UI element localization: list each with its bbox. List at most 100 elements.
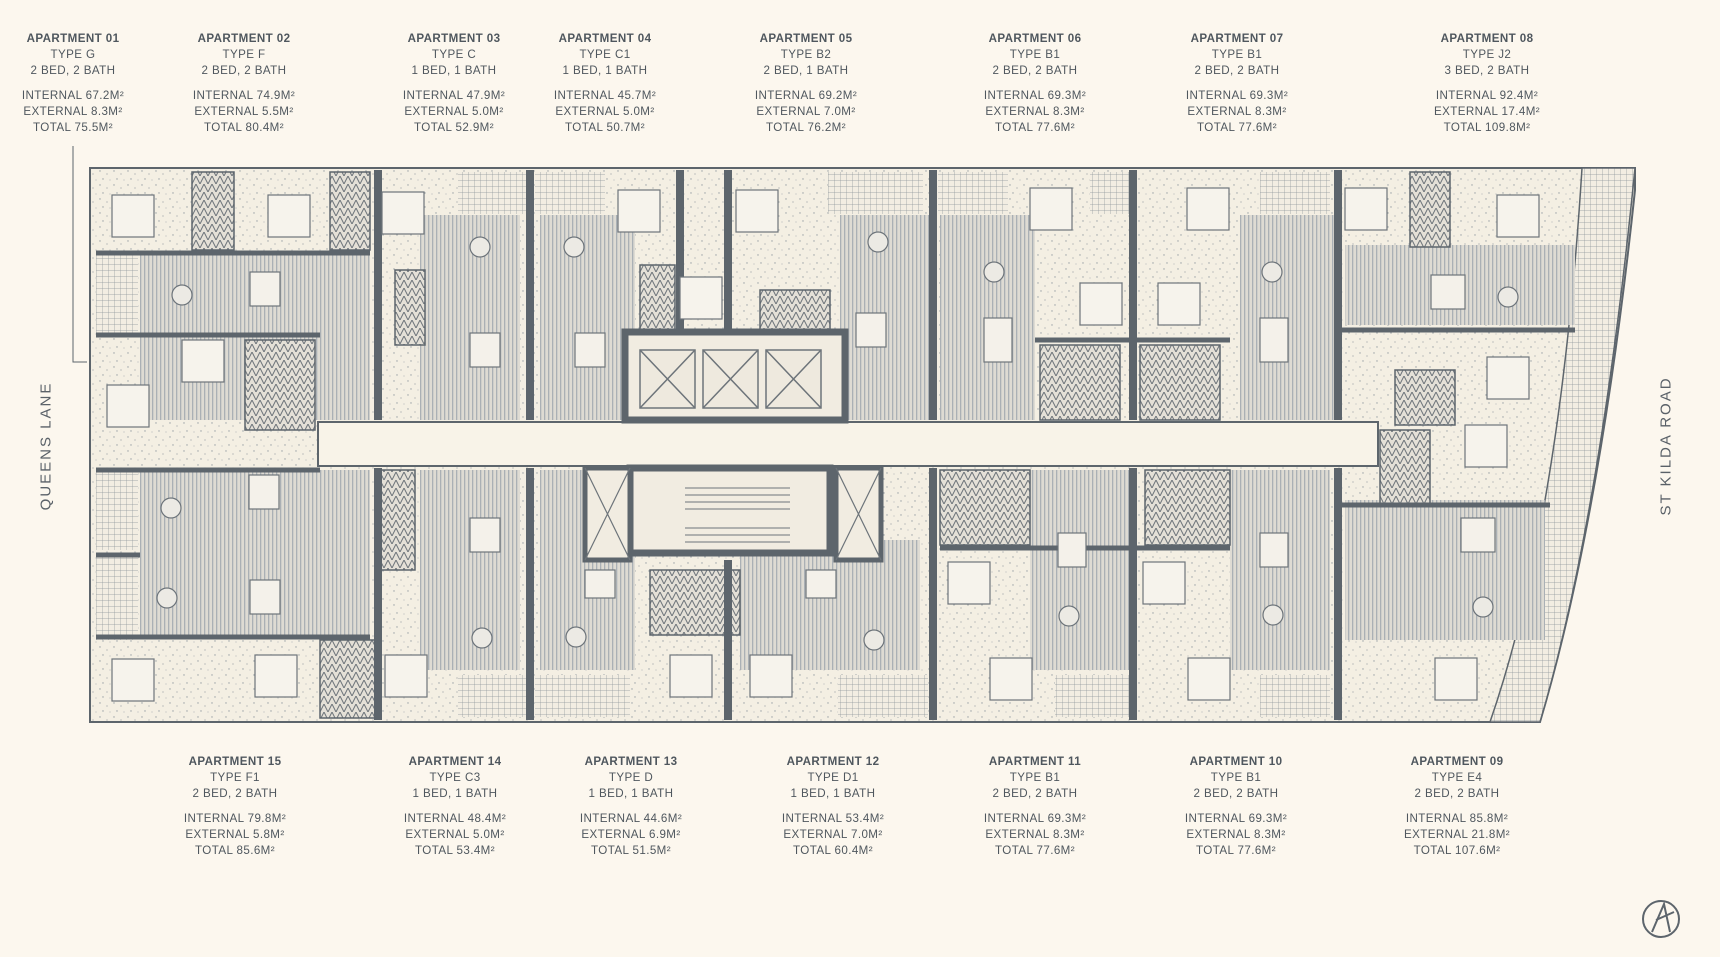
apartment-type: TYPE C1 [579, 48, 631, 61]
apartment-internal-area: INTERNAL 48.4M² [403, 812, 507, 825]
apartment-type: TYPE C [431, 48, 477, 61]
apartment-internal-area: INTERNAL 69.2M² [754, 89, 858, 102]
apartment-internal-area: INTERNAL 45.7M² [553, 89, 657, 102]
apartment-external-area: EXTERNAL 8.3M² [1187, 105, 1287, 118]
apartment-type: TYPE B1 [1009, 771, 1061, 784]
apartment-label-02: APARTMENT 02 TYPE F 2 BED, 2 BATH INTERN… [159, 31, 329, 136]
apartment-total-area: TOTAL 75.5M² [33, 121, 113, 134]
apartment-total-area: TOTAL 77.6M² [995, 844, 1075, 857]
apartment-internal-area: INTERNAL 53.4M² [781, 812, 885, 825]
apartment-total-area: TOTAL 52.9M² [414, 121, 494, 134]
apartment-external-area: EXTERNAL 5.0M² [555, 105, 655, 118]
apartment-label-14: APARTMENT 14 TYPE C3 1 BED, 1 BATH INTER… [370, 754, 540, 859]
apartment-beds: 1 BED, 1 BATH [790, 787, 876, 800]
apartment-total-area: TOTAL 77.6M² [995, 121, 1075, 134]
apartment-name: APARTMENT 05 [759, 32, 853, 45]
apartment-external-area: EXTERNAL 8.3M² [1186, 828, 1286, 841]
apartment-internal-area: INTERNAL 47.9M² [402, 89, 506, 102]
apartment-label-04: APARTMENT 04 TYPE C1 1 BED, 1 BATH INTER… [520, 31, 690, 136]
apartment-internal-area: INTERNAL 74.9M² [192, 89, 296, 102]
apartment-beds: 2 BED, 2 BATH [992, 787, 1078, 800]
apartment-type: TYPE D [608, 771, 654, 784]
apartment-name: APARTMENT 12 [786, 755, 880, 768]
apartment-name: APARTMENT 13 [584, 755, 678, 768]
apartment-label-13: APARTMENT 13 TYPE D 1 BED, 1 BATH INTERN… [546, 754, 716, 859]
apartment-name: APARTMENT 02 [197, 32, 291, 45]
apartment-label-12: APARTMENT 12 TYPE D1 1 BED, 1 BATH INTER… [748, 754, 918, 859]
apartment-type: TYPE B1 [1210, 771, 1262, 784]
apartment-label-15: APARTMENT 15 TYPE F1 2 BED, 2 BATH INTER… [150, 754, 320, 859]
apartment-external-area: EXTERNAL 17.4M² [1433, 105, 1541, 118]
apartment-beds: 2 BED, 2 BATH [1193, 787, 1279, 800]
apartment-external-area: EXTERNAL 6.9M² [581, 828, 681, 841]
apartment-name: APARTMENT 14 [408, 755, 502, 768]
apartment-total-area: TOTAL 77.6M² [1197, 121, 1277, 134]
apartment-type: TYPE B1 [1211, 48, 1263, 61]
apartment-internal-area: INTERNAL 69.3M² [983, 812, 1087, 825]
apartment-label-06: APARTMENT 06 TYPE B1 2 BED, 2 BATH INTER… [950, 31, 1120, 136]
apartment-internal-area: INTERNAL 67.2M² [21, 89, 125, 102]
apartment-internal-area: INTERNAL 69.3M² [983, 89, 1087, 102]
apartment-label-03: APARTMENT 03 TYPE C 1 BED, 1 BATH INTERN… [369, 31, 539, 136]
apartment-total-area: TOTAL 76.2M² [766, 121, 846, 134]
apartment-beds: 2 BED, 2 BATH [192, 787, 278, 800]
apartment-internal-area: INTERNAL 92.4M² [1435, 89, 1539, 102]
apartment-type: TYPE G [50, 48, 96, 61]
apartment-total-area: TOTAL 85.6M² [195, 844, 275, 857]
apartment-name: APARTMENT 09 [1410, 755, 1504, 768]
apartment-external-area: EXTERNAL 8.3M² [985, 828, 1085, 841]
apartment-total-area: TOTAL 51.5M² [591, 844, 671, 857]
apartment-type: TYPE F1 [210, 771, 260, 784]
apartment-type: TYPE F [222, 48, 266, 61]
apartment-label-05: APARTMENT 05 TYPE B2 2 BED, 1 BATH INTER… [721, 31, 891, 136]
apartment-internal-area: INTERNAL 44.6M² [579, 812, 683, 825]
apartment-beds: 1 BED, 1 BATH [562, 64, 648, 77]
apartment-label-09: APARTMENT 09 TYPE E4 2 BED, 2 BATH INTER… [1372, 754, 1542, 859]
apartment-label-07: APARTMENT 07 TYPE B1 2 BED, 2 BATH INTER… [1152, 31, 1322, 136]
apartment-internal-area: INTERNAL 85.8M² [1405, 812, 1509, 825]
apartment-type: TYPE C3 [429, 771, 481, 784]
apartment-type: TYPE E4 [1431, 771, 1483, 784]
apartment-total-area: TOTAL 60.4M² [793, 844, 873, 857]
apartment-external-area: EXTERNAL 5.8M² [185, 828, 285, 841]
apartment-name: APARTMENT 08 [1440, 32, 1534, 45]
apartment-external-area: EXTERNAL 7.0M² [756, 105, 856, 118]
apartment-beds: 2 BED, 2 BATH [1194, 64, 1280, 77]
apartment-external-area: EXTERNAL 5.0M² [404, 105, 504, 118]
apartment-name: APARTMENT 03 [407, 32, 501, 45]
apartment-name: APARTMENT 01 [26, 32, 120, 45]
apartment-beds: 1 BED, 1 BATH [411, 64, 497, 77]
apartment-total-area: TOTAL 50.7M² [565, 121, 645, 134]
apartment-total-area: TOTAL 53.4M² [415, 844, 495, 857]
apartment-external-area: EXTERNAL 5.5M² [194, 105, 294, 118]
apartment-beds: 2 BED, 2 BATH [201, 64, 287, 77]
apartment-name: APARTMENT 11 [988, 755, 1082, 768]
apartment-beds: 2 BED, 1 BATH [763, 64, 849, 77]
apartment-external-area: EXTERNAL 8.3M² [985, 105, 1085, 118]
apartment-name: APARTMENT 10 [1189, 755, 1283, 768]
apartment-external-area: EXTERNAL 21.8M² [1403, 828, 1511, 841]
apartment-external-area: EXTERNAL 8.3M² [23, 105, 123, 118]
apartment-total-area: TOTAL 77.6M² [1196, 844, 1276, 857]
apartment-external-area: EXTERNAL 5.0M² [405, 828, 505, 841]
apartment-beds: 1 BED, 1 BATH [412, 787, 498, 800]
apartment-beds: 2 BED, 2 BATH [1414, 787, 1500, 800]
apartment-beds: 2 BED, 2 BATH [992, 64, 1078, 77]
apartment-name: APARTMENT 15 [188, 755, 282, 768]
apartment-total-area: TOTAL 109.8M² [1443, 121, 1531, 134]
apartment-name: APARTMENT 07 [1190, 32, 1284, 45]
apartment-type: TYPE B1 [1009, 48, 1061, 61]
apartment-internal-area: INTERNAL 69.3M² [1184, 812, 1288, 825]
apartment-type: TYPE D1 [807, 771, 859, 784]
apartment-type: TYPE B2 [780, 48, 832, 61]
apartment-label-10: APARTMENT 10 TYPE B1 2 BED, 2 BATH INTER… [1151, 754, 1321, 859]
apartment-internal-area: INTERNAL 69.3M² [1185, 89, 1289, 102]
apartment-type: TYPE J2 [1462, 48, 1512, 61]
apartment-beds: 3 BED, 2 BATH [1444, 64, 1530, 77]
apartment-beds: 2 BED, 2 BATH [30, 64, 116, 77]
apartment-name: APARTMENT 06 [988, 32, 1082, 45]
apartment-beds: 1 BED, 1 BATH [588, 787, 674, 800]
apartment-label-01: APARTMENT 01 TYPE G 2 BED, 2 BATH INTERN… [0, 31, 158, 136]
apartment-name: APARTMENT 04 [558, 32, 652, 45]
